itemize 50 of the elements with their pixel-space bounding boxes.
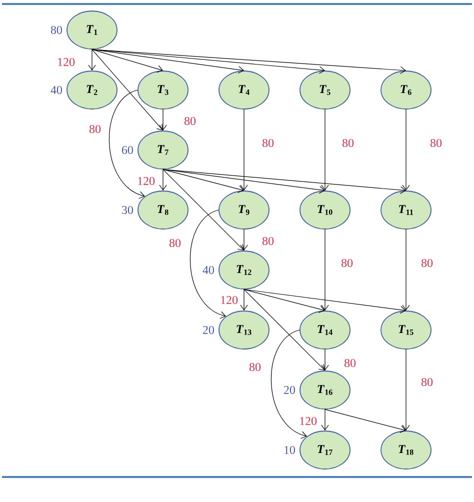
- edge-label: 80: [183, 116, 197, 126]
- arrow: [92, 49, 406, 74]
- arrow: [244, 289, 325, 371]
- cost-label: 80: [50, 26, 62, 34]
- arrow: [109, 90, 145, 199]
- edge-label: 80: [261, 138, 275, 148]
- arrow: [402, 229, 410, 311]
- arrow: [88, 49, 96, 71]
- arrow: [324, 409, 406, 433]
- edge-label: 80: [88, 124, 102, 134]
- arrow: [321, 229, 329, 311]
- arrow: [92, 49, 163, 131]
- cost-label: 20: [203, 326, 214, 334]
- cost-label: 40: [50, 86, 62, 94]
- cost-label: 60: [122, 146, 133, 154]
- arrow: [162, 169, 406, 194]
- edge-label: 80: [340, 258, 354, 268]
- edge-label: 120: [219, 294, 239, 306]
- arrow: [244, 289, 406, 314]
- edge-label: 80: [420, 258, 434, 268]
- arrow: [402, 109, 410, 191]
- arrow: [159, 109, 167, 131]
- edge-label: 120: [56, 56, 76, 68]
- edge-label: 120: [298, 416, 318, 426]
- edge-label: 80: [420, 376, 434, 388]
- cost-label: 30: [122, 206, 133, 214]
- cost-label: 40: [202, 266, 214, 274]
- arrow: [402, 349, 410, 431]
- edge-label: 80: [248, 362, 262, 372]
- arrow: [271, 330, 307, 439]
- edge-label: 80: [261, 236, 275, 246]
- edge-label: 80: [429, 138, 443, 148]
- edge-label: 120: [136, 176, 156, 186]
- arrow: [240, 289, 248, 311]
- arrow: [244, 289, 325, 313]
- arrow: [240, 109, 248, 191]
- arrow: [162, 169, 244, 193]
- edge-label: 80: [168, 238, 182, 248]
- arrow: [162, 169, 244, 251]
- arrow: [321, 409, 329, 431]
- arrow: [92, 49, 163, 73]
- arrow: [190, 210, 226, 319]
- edge-label: 80: [343, 358, 357, 368]
- arrow: [321, 109, 329, 191]
- edge-label: 80: [341, 138, 355, 148]
- cost-label: 10: [284, 446, 295, 454]
- cost-label: 20: [284, 386, 295, 394]
- arrow: [159, 169, 167, 191]
- arrow: [321, 349, 329, 371]
- arrow: [240, 229, 248, 251]
